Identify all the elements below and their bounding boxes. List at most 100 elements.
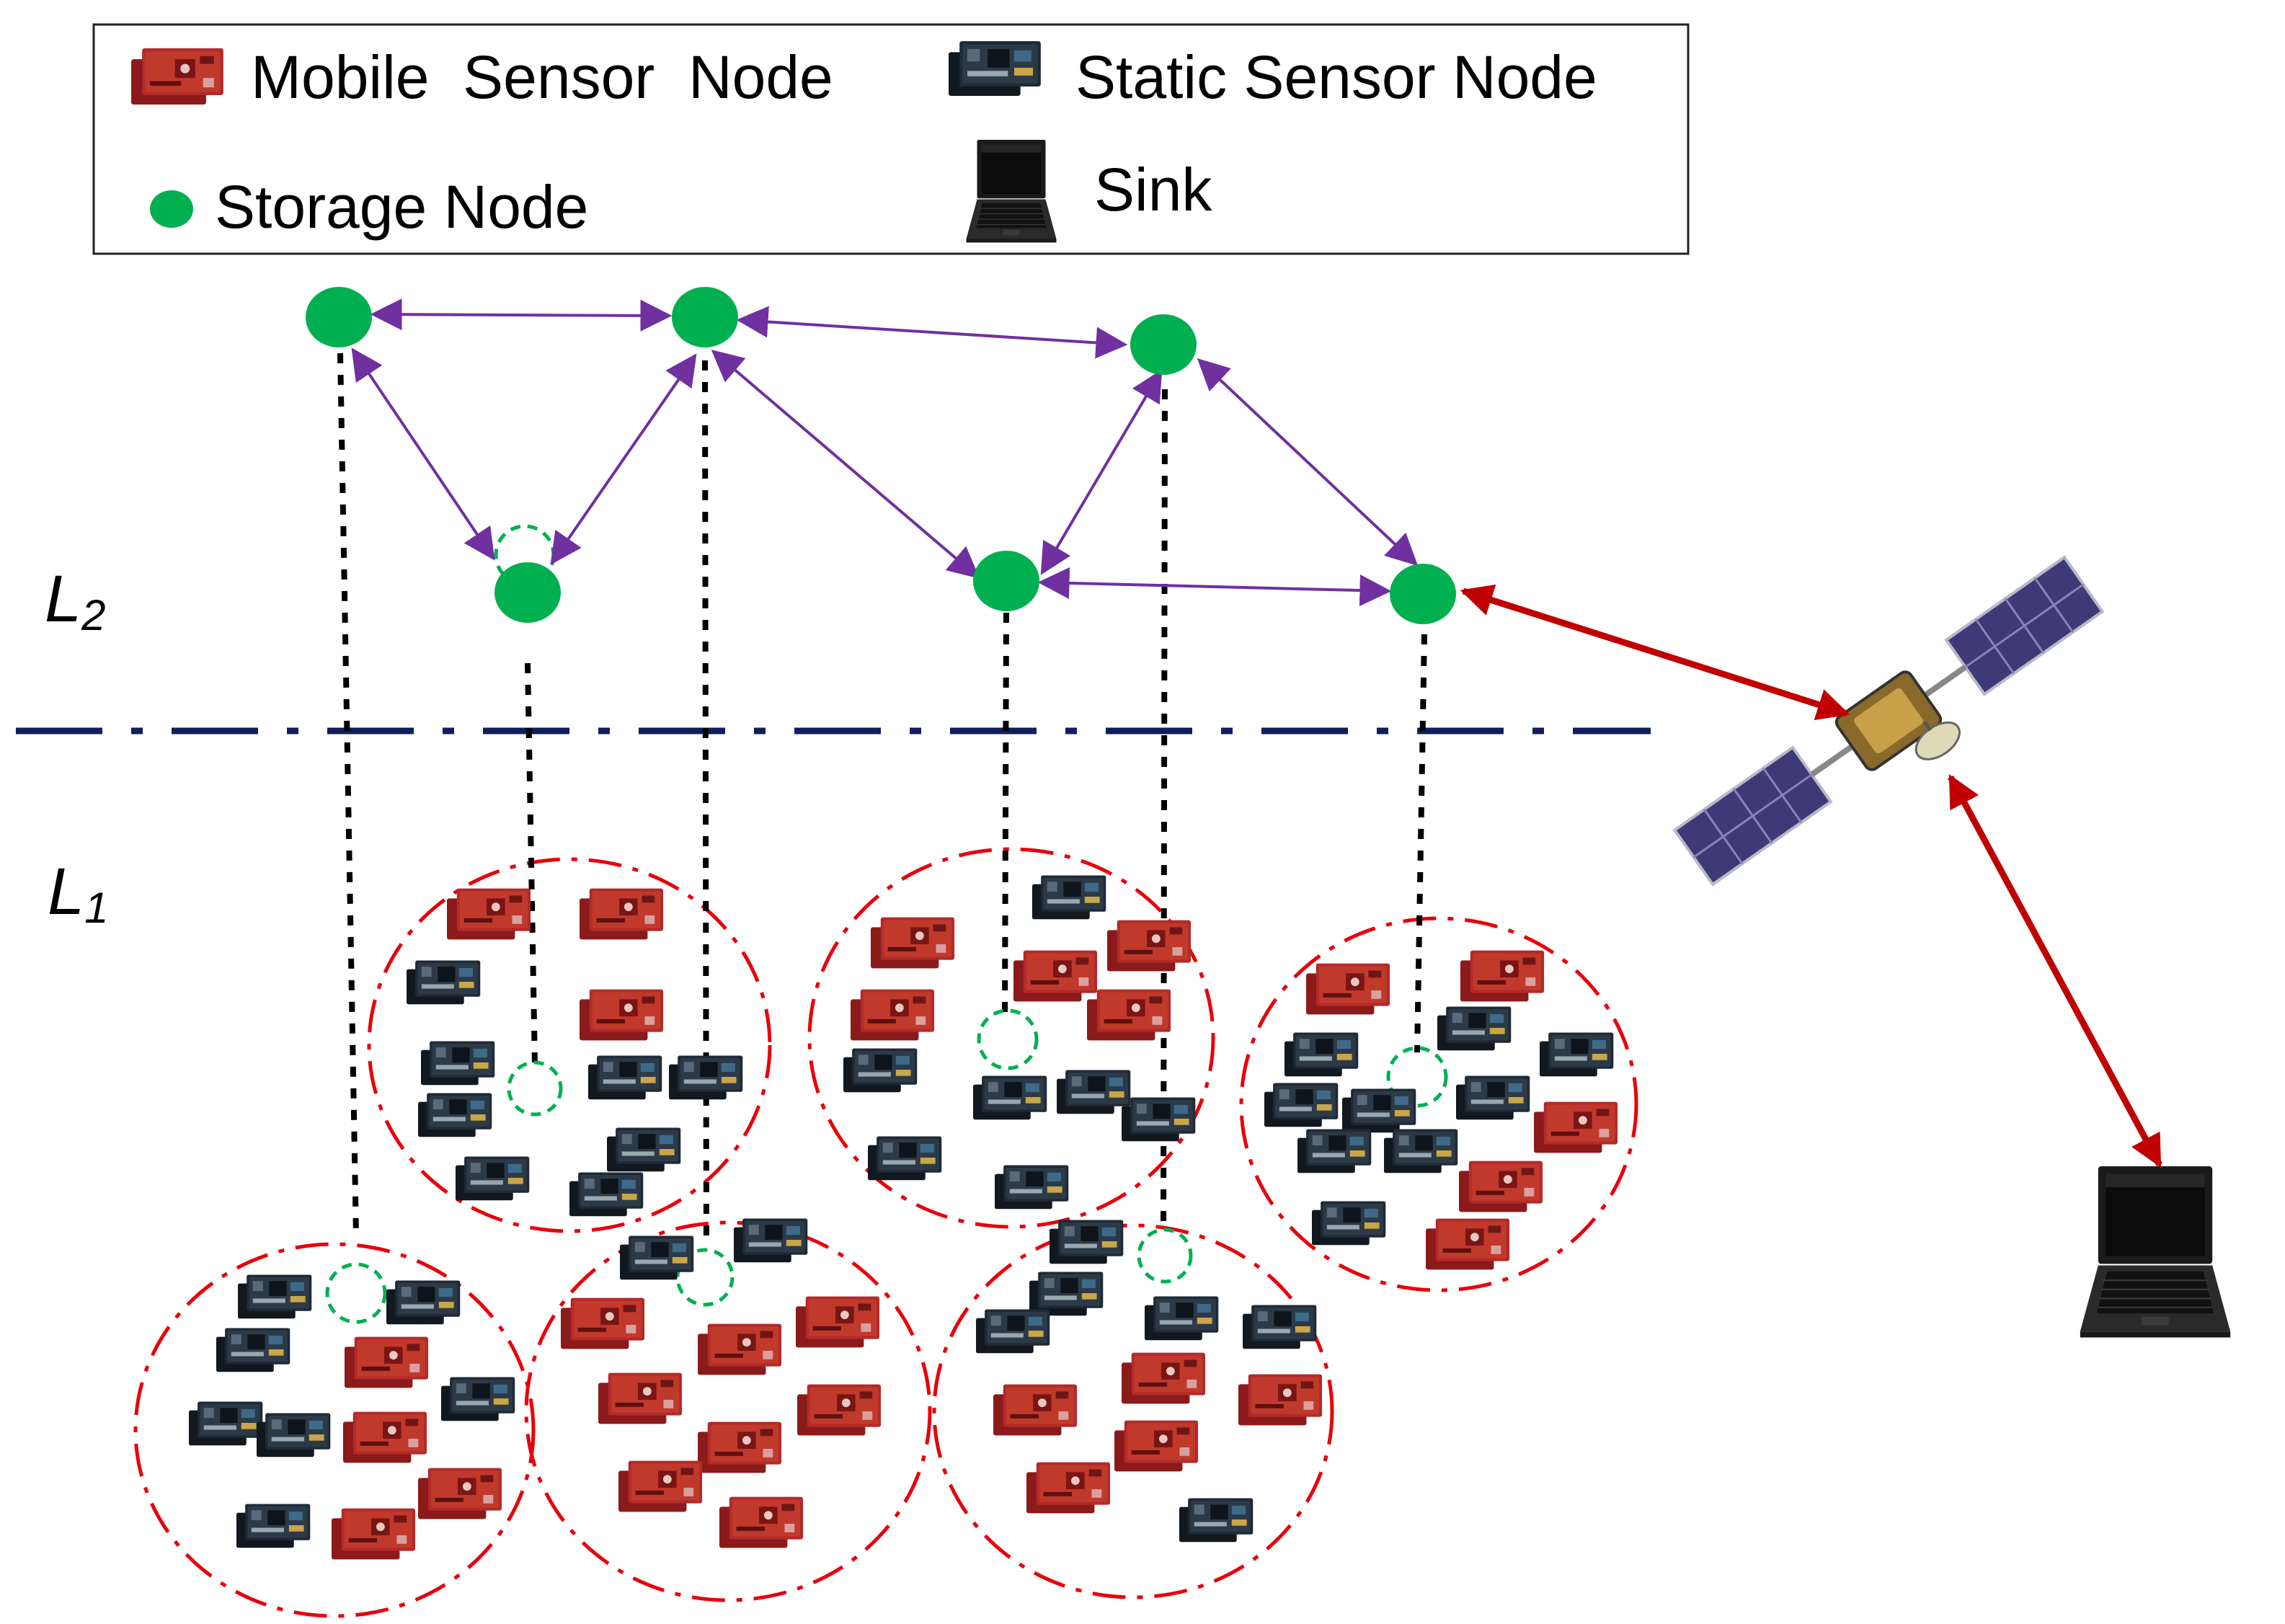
- mobile-sensor-node-icon: [1107, 920, 1192, 972]
- projection-line: [1002, 612, 1009, 1017]
- cluster-boundary: [932, 1223, 1334, 1599]
- layer-l2-letter: L: [45, 562, 81, 636]
- mobile-sensor-node-icon: [1013, 950, 1098, 1002]
- storage-nodes: [306, 287, 1456, 624]
- cluster-3-nodes: [1264, 950, 1618, 1270]
- static-sensor-node-icon: [1312, 1201, 1386, 1246]
- static-sensor-node-icon: [1179, 1498, 1254, 1543]
- static-sensor-node-icon: [1050, 1220, 1124, 1264]
- static-sensor-node-icon: [257, 1413, 331, 1457]
- storage-link: [711, 350, 980, 579]
- cluster-4-nodes: [189, 1274, 515, 1560]
- sink-links: [1460, 584, 2162, 1168]
- mobile-sensor-node-icon: [1026, 1462, 1111, 1514]
- static-sensor-node-icon: [569, 1172, 644, 1217]
- storage-link: [736, 306, 1128, 359]
- mobile-sensor-node-icon: [1460, 950, 1545, 1002]
- cluster-boundary: [524, 1220, 932, 1602]
- solar-panel: [1672, 745, 1833, 887]
- static-sensor-node-icon: [973, 1075, 1047, 1120]
- static-sensor-node-icon: [418, 1093, 492, 1137]
- storage-node: [306, 287, 372, 347]
- projected-storage-node: [507, 1060, 563, 1117]
- projection-line: [702, 360, 709, 1248]
- storage-link: [370, 298, 673, 332]
- legend-static-label: Static Sensor Node: [1075, 43, 1597, 111]
- storage-links: [351, 298, 1419, 607]
- mobile-sensor-node-icon: [1114, 1420, 1199, 1472]
- static-sensor-node-icon: [1384, 1129, 1458, 1173]
- mobile-sensor-node-icon: [993, 1384, 1078, 1436]
- projected-storage-node: [977, 1008, 1039, 1070]
- static-sensor-node-icon: [1540, 1032, 1614, 1077]
- mobile-sensor-node-icon: [871, 917, 955, 969]
- projection-line: [1161, 389, 1168, 1226]
- static-sensor-node-icon: [1264, 1083, 1339, 1127]
- mobile-sensor-node-icon: [343, 1411, 427, 1463]
- projection-line: [1414, 634, 1427, 1053]
- storage-link: [351, 347, 495, 561]
- storage-node: [1130, 314, 1197, 375]
- laptop-sink-icon: [2079, 1166, 2232, 1339]
- static-sensor-node-icon: [1122, 1097, 1196, 1142]
- projection-lines: [337, 352, 1427, 1248]
- cluster-boundary: [133, 1242, 536, 1618]
- mobile-sensor-node-icon: [1087, 989, 1171, 1041]
- projection-line: [525, 662, 538, 1066]
- mobile-sensor-node-icon: [345, 1336, 429, 1388]
- static-sensor-node-icon: [1057, 1070, 1131, 1114]
- sensor-clusters: [133, 847, 1638, 1618]
- cluster-6-nodes: [976, 1220, 1323, 1543]
- static-sensor-node-icon: [1243, 1305, 1317, 1349]
- static-sensor-node-icon: [607, 1127, 681, 1172]
- layer-label-l1: L1: [48, 855, 109, 932]
- mobile-sensor-node-icon: [1426, 1218, 1510, 1270]
- mobile-sensor-node-icon: [332, 1508, 416, 1560]
- cluster-2-nodes: [843, 875, 1196, 1210]
- cluster-boundary: [367, 857, 772, 1233]
- cluster-boundary: [807, 847, 1215, 1229]
- projected-storage-node: [675, 1248, 735, 1307]
- legend-mobile-label: Mobile Sensor Node: [251, 43, 833, 111]
- solar-panel: [1944, 555, 2105, 696]
- static-sensor-node-icon: [995, 1165, 1069, 1210]
- storage-link: [1037, 567, 1392, 607]
- storage-node: [973, 551, 1039, 611]
- cluster-1-nodes: [407, 888, 743, 1217]
- mobile-sensor-node-icon: [719, 1496, 804, 1548]
- mobile-sensor-node-icon: [796, 1296, 880, 1348]
- mobile-sensor-node-icon: [580, 989, 664, 1041]
- storage-link: [1197, 358, 1419, 567]
- mobile-sensor-node-icon: [851, 989, 935, 1041]
- storage-node: [1390, 564, 1456, 624]
- satellite-to-sink-link: [1948, 774, 2162, 1168]
- static-sensor-node-icon: [1437, 1006, 1512, 1051]
- static-sensor-node-icon: [669, 1055, 743, 1100]
- legend-sink-label: Sink: [1094, 156, 1212, 223]
- static-sensor-node-icon: [620, 1235, 694, 1280]
- storage-node-icon: [150, 190, 193, 228]
- storage-node: [672, 287, 738, 347]
- static-sensor-node-icon: [1145, 1296, 1219, 1341]
- static-sensor-node-icon: [1342, 1088, 1416, 1133]
- static-sensor-node-icon: [456, 1156, 530, 1201]
- legend-storage-label: Storage Node: [215, 173, 588, 241]
- static-sensor-node-icon: [216, 1328, 290, 1372]
- static-sensor-node-icon: [189, 1401, 263, 1446]
- mobile-sensor-node-icon: [1122, 1352, 1206, 1404]
- cluster-5-nodes: [561, 1218, 882, 1548]
- static-sensor-node-icon: [238, 1274, 312, 1319]
- cluster-boundary: [1239, 916, 1638, 1292]
- storage-link: [550, 353, 697, 565]
- mobile-sensor-node-icon: [1459, 1161, 1543, 1212]
- mobile-sensor-node-icon: [797, 1384, 882, 1436]
- mobile-sensor-node-icon: [580, 888, 664, 940]
- legend: Mobile Sensor Node Static Sensor Node St…: [92, 23, 1690, 255]
- mobile-sensor-node-icon: [618, 1460, 703, 1512]
- static-sensor-node-icon: [236, 1504, 311, 1548]
- static-sensor-node-icon: [421, 1041, 495, 1086]
- storage-link: [1040, 369, 1163, 575]
- static-sensor-node-icon: [734, 1218, 808, 1263]
- static-sensor-node-icon: [976, 1309, 1050, 1354]
